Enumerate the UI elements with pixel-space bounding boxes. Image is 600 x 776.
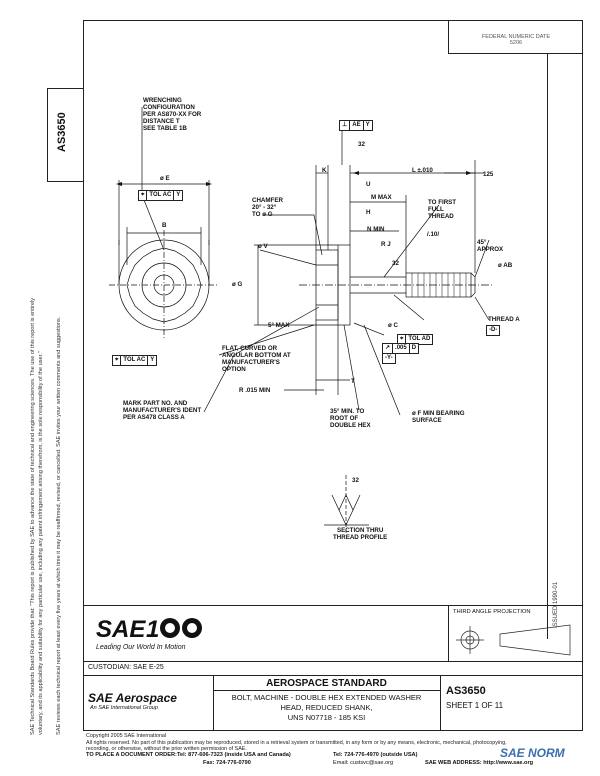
footer-email: Email: custsvc@sae.org <box>333 760 394 766</box>
footer-web[interactable]: SAE WEB ADDRESS: http://www.sae.org <box>425 760 534 766</box>
dim-h: H <box>366 209 371 216</box>
surface-32-top: 32 <box>358 141 365 148</box>
number-left <box>440 675 441 731</box>
doc-id-box <box>47 88 83 182</box>
dim-m-max: M MAX <box>371 194 392 201</box>
sae100-logo: SAE 1 <box>96 614 216 643</box>
logo-row-top <box>83 605 583 606</box>
sae-aerospace-sub: An SAE International Group <box>90 705 158 711</box>
dim-angle-5: 5° MAX <box>268 322 290 329</box>
perpendicular-icon: ⊥ <box>340 121 351 130</box>
projection-label: THIRD ANGLE PROJECTION <box>453 609 531 615</box>
footer-rights-2: recording, or otherwise, without the pri… <box>86 746 247 752</box>
footer-rights-1: All rights reserved. No part of this pub… <box>86 739 507 746</box>
thread-a: THREAD A <box>488 316 520 323</box>
standard-sheet: SHEET 1 OF 11 <box>446 701 504 710</box>
tol-ac-y-frame: ⌖ TOL AC Y <box>138 190 184 201</box>
footer-fax: Fax: 724-776-0790 <box>203 760 251 766</box>
dim-t: T <box>351 378 355 385</box>
revision-line-2: 5206 <box>509 40 523 46</box>
technical-drawing <box>109 107 494 535</box>
dim-phi-g: ø G <box>232 281 243 288</box>
right-divider <box>547 54 548 639</box>
projection-left <box>448 605 449 661</box>
custodian-top <box>83 661 583 662</box>
dim-phi-ab: ø AB <box>498 262 513 269</box>
position-icon-2: ⌖ <box>398 335 407 344</box>
sae-aerospace-brand: SAE Aerospace <box>88 691 177 705</box>
standard-number: AS3650 <box>446 685 486 697</box>
angle-45-note: 45°APPROX <box>477 239 504 253</box>
dim-k: K <box>322 167 327 174</box>
runout-frame: ↗ .005 D <box>382 343 420 354</box>
runout-icon: ↗ <box>383 344 394 353</box>
surface-125: 125 <box>483 171 494 178</box>
dim-phi-e: ø E <box>160 175 170 182</box>
sidebar-legal-text-1: SAE Technical Standards Board Rules prov… <box>30 297 36 735</box>
svg-text:1: 1 <box>146 616 159 642</box>
footer-block: Copyright 2005 SAE International All rig… <box>86 733 586 753</box>
custodian: CUSTODIAN: SAE E-25 <box>88 664 164 671</box>
position-icon-3: ⌖ <box>113 356 122 365</box>
dim-rj: R J <box>381 241 391 248</box>
sae100-logo-graphic: SAE 1 <box>96 616 202 643</box>
drawing-frame <box>83 20 583 731</box>
dim-r-min: R .015 MIN <box>239 387 271 394</box>
tol-ac-y-frame-2: ⌖ TOL AC Y <box>112 355 158 366</box>
third-angle-projection-symbol <box>456 624 571 656</box>
datum-d-frame: -D- <box>486 325 501 336</box>
standard-top <box>83 675 583 676</box>
sae-tagline: Leading Our World In Motion <box>96 644 186 651</box>
dim-l: L ±.010 <box>412 167 433 174</box>
sae-norm-watermark: SAE NORM <box>500 744 565 762</box>
sae-aerospace-logo: SAE Aerospace <box>88 689 177 707</box>
datum-y-frame: -Y- <box>382 353 396 364</box>
svg-text:SAE: SAE <box>96 616 146 642</box>
sidebar-legal-text-2: voluntary, and its applicability and sui… <box>38 351 44 735</box>
dim-phi-c: ø C <box>388 322 398 329</box>
standard-description: BOLT, MACHINE - DOUBLE HEX EXTENDED WASH… <box>231 693 422 722</box>
revision-line-1: FEDERAL NUMERIC DATE <box>481 34 551 40</box>
dim-b: B <box>162 222 167 229</box>
doc-id-vertical: AS3650 <box>56 112 68 152</box>
dim-u: U <box>366 181 371 188</box>
revision-box: FEDERAL NUMERIC DATE 5206 <box>448 20 583 54</box>
footer-tel-2: Tel: 724-776-4970 (outside USA) <box>333 752 418 758</box>
dim-n-min: N MIN <box>367 226 385 233</box>
slash-10: /.10/ <box>427 231 440 238</box>
watermark-text: SAE NORM <box>500 746 565 760</box>
footer-copyright: Copyright 2005 SAE International <box>86 733 167 739</box>
footer-order: TO PLACE A DOCUMENT ORDER: <box>86 752 177 758</box>
position-icon: ⌖ <box>139 191 148 200</box>
ae-y-frame: ⊥ AE Y <box>339 120 373 131</box>
footer-tel-1: Tel: 877-606-7323 (inside USA and Canada… <box>177 752 291 758</box>
dim-phi-v: ø V <box>258 243 268 250</box>
aero-logo-right <box>213 675 214 731</box>
sidebar-legal-text-3: SAE reviews each technical report at lea… <box>56 316 62 735</box>
surface-32-mid: 32 <box>392 260 399 267</box>
title-bottom <box>213 690 440 691</box>
standard-title: AEROSPACE STANDARD <box>266 678 387 689</box>
surface-32-section: 32 <box>352 477 359 484</box>
